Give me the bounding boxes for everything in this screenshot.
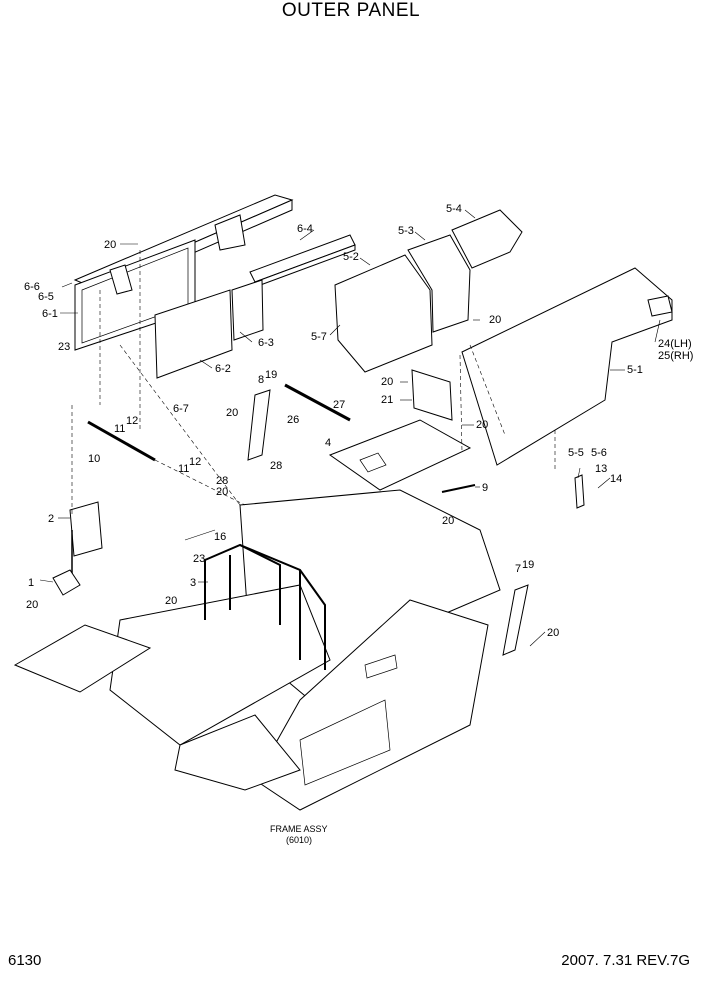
gas-spring-10 [87, 420, 156, 462]
label-23: 23 [193, 553, 205, 565]
label-6-5: 6-5 [38, 291, 54, 303]
page-number: 6130 [8, 952, 42, 969]
label-20: 20 [26, 599, 38, 611]
label-21: 21 [381, 394, 393, 406]
label-11: 11 [114, 423, 125, 435]
main-frame [13, 489, 501, 811]
stay-7 [502, 584, 529, 656]
frame-assy-note: FRAME ASSY [270, 824, 328, 834]
label-20: 20 [489, 314, 501, 326]
leader-lines [39, 209, 661, 647]
label-12: 12 [189, 456, 201, 468]
revision-date: 2007. 7.31 REV.7G [561, 952, 690, 969]
label-5-1: 5-1 [627, 364, 643, 376]
label-6-6: 6-6 [24, 281, 40, 293]
label-2: 2 [48, 513, 54, 525]
label-1: 1 [28, 577, 34, 589]
left-door-frame [74, 239, 196, 351]
label-4: 4 [325, 437, 331, 449]
label-6-2: 6-2 [215, 363, 231, 375]
bracket-13 [574, 474, 585, 509]
label-12: 12 [126, 415, 138, 427]
label-9: 9 [482, 482, 488, 494]
label-5-5: 5-5 [568, 447, 584, 459]
label-28: 28 [270, 460, 282, 472]
label-5-2: 5-2 [343, 251, 359, 263]
label-11: 11 [178, 463, 189, 475]
label-14: 14 [610, 473, 622, 485]
panel-5-2 [334, 254, 433, 373]
label-13: 13 [595, 463, 607, 475]
label-5-3: 5-3 [398, 225, 414, 237]
label-23: 23 [58, 341, 70, 353]
label-5-4: 5-4 [446, 203, 462, 215]
label-3: 3 [190, 577, 196, 589]
bracket-21 [411, 369, 453, 421]
label-20: 20 [104, 239, 116, 251]
label-20: 20 [165, 595, 177, 607]
label-8: 8 [258, 374, 264, 386]
deck-plate-4 [328, 419, 472, 491]
label-26: 26 [287, 414, 299, 426]
label-6-4: 6-4 [297, 223, 313, 235]
label-5-7: 5-7 [311, 331, 327, 343]
label-6-1: 6-1 [42, 308, 58, 320]
stay-8 [247, 389, 271, 461]
panel-5-4 [451, 209, 523, 269]
label-25-rh: 25(RH) [658, 350, 693, 362]
panel-6-2 [154, 289, 233, 379]
label-5-6: 5-6 [591, 447, 607, 459]
label-19: 19 [522, 559, 534, 571]
label-10: 10 [88, 453, 100, 465]
label-28: 28 [216, 475, 228, 487]
panel-6-4 [249, 234, 356, 283]
gas-spring-26 [284, 383, 351, 422]
panel-5-1 [461, 267, 673, 466]
guard-rails [204, 543, 326, 670]
label-20: 20 [442, 515, 454, 527]
label-24-lh: 24(LH) [658, 338, 692, 350]
label-20: 20 [226, 407, 238, 419]
frame-assy-ref: (6010) [286, 835, 312, 845]
panel-5-3 [407, 234, 471, 333]
label-20: 20 [547, 627, 559, 639]
label-20: 20 [216, 486, 228, 498]
part-2 [69, 501, 103, 557]
page-title: OUTER PANEL [281, 0, 421, 21]
assembly-lines [71, 250, 556, 515]
label-20: 20 [476, 419, 488, 431]
label-6-3: 6-3 [258, 337, 274, 349]
label-6-7: 6-7 [173, 403, 189, 415]
callout-labels: 20 6-4 5-4 5-3 5-2 6-6 6-5 6-1 23 6-3 6-… [24, 203, 693, 845]
panel-6-3 [231, 279, 264, 341]
part-1 [52, 569, 81, 596]
label-7: 7 [515, 563, 521, 575]
label-16: 16 [214, 531, 226, 543]
label-20: 20 [381, 376, 393, 388]
label-19: 19 [265, 369, 277, 381]
bar-9 [441, 484, 476, 493]
label-27: 27 [333, 399, 345, 411]
